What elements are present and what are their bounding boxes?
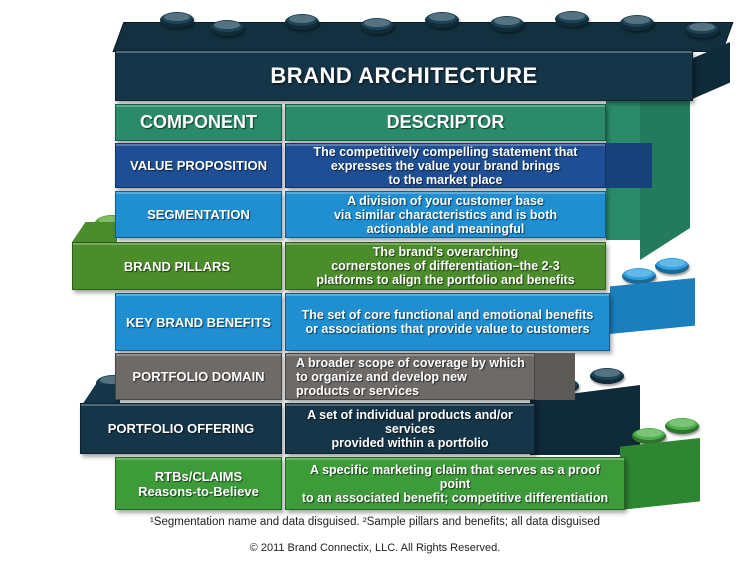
brick-stud: [360, 18, 394, 34]
row-rtbs-claims-descriptor: A specific marketing claim that serves a…: [285, 457, 625, 510]
side-face-lightblue: [610, 278, 695, 334]
brick-stud: [425, 12, 459, 28]
brick-stud: [620, 15, 654, 31]
row-value-proposition-descriptor: The competitively compelling statement t…: [285, 143, 606, 188]
page-title: BRAND ARCHITECTURE: [115, 50, 693, 101]
brick-stud: [210, 20, 244, 36]
footnote: ¹Segmentation name and data disguised. ²…: [149, 516, 601, 528]
row-brand-pillars-descriptor: The brand’s overarching cornerstones of …: [285, 242, 606, 290]
brick-stud: [160, 12, 194, 28]
header-descriptor: DESCRIPTOR: [285, 104, 606, 141]
brick-stud: [685, 22, 719, 38]
brick-stud: [632, 428, 666, 444]
side-face-brightgreen: [620, 438, 700, 510]
side-face-gray: [535, 353, 575, 400]
row-key-brand-benefits-component: KEY BRAND BENEFITS: [115, 293, 282, 351]
brick-stud: [655, 258, 689, 274]
row-rtbs-claims-component: RTBs/CLAIMS Reasons-to-Believe: [115, 457, 282, 510]
row-portfolio-domain-descriptor: A broader scope of coverage by which to …: [285, 353, 535, 400]
brick-stud: [555, 11, 589, 27]
copyright: © 2011 Brand Connectix, LLC. All Rights …: [249, 542, 501, 554]
header-component: COMPONENT: [115, 104, 282, 141]
brick-stud: [622, 268, 656, 284]
title-text: BRAND ARCHITECTURE: [270, 62, 538, 88]
brick-stud: [490, 16, 524, 32]
row-key-brand-benefits-descriptor: The set of core functional and emotional…: [285, 293, 610, 351]
brick-stud: [285, 14, 319, 30]
side-face-green: [72, 222, 117, 242]
row-portfolio-domain-component: PORTFOLIO DOMAIN: [115, 353, 282, 400]
brick-stud: [590, 368, 624, 384]
row-brand-pillars-component: BRAND PILLARS: [72, 242, 282, 290]
row-segmentation-component: SEGMENTATION: [115, 191, 282, 238]
side-face-darkblue: [606, 143, 652, 188]
row-value-proposition-component: VALUE PROPOSITION: [115, 143, 282, 188]
row-portfolio-offering-component: PORTFOLIO OFFERING: [80, 403, 282, 454]
row-segmentation-descriptor: A division of your customer base via sim…: [285, 191, 606, 238]
brick-stud: [665, 418, 699, 434]
row-portfolio-offering-descriptor: A set of individual products and/or serv…: [285, 403, 535, 454]
